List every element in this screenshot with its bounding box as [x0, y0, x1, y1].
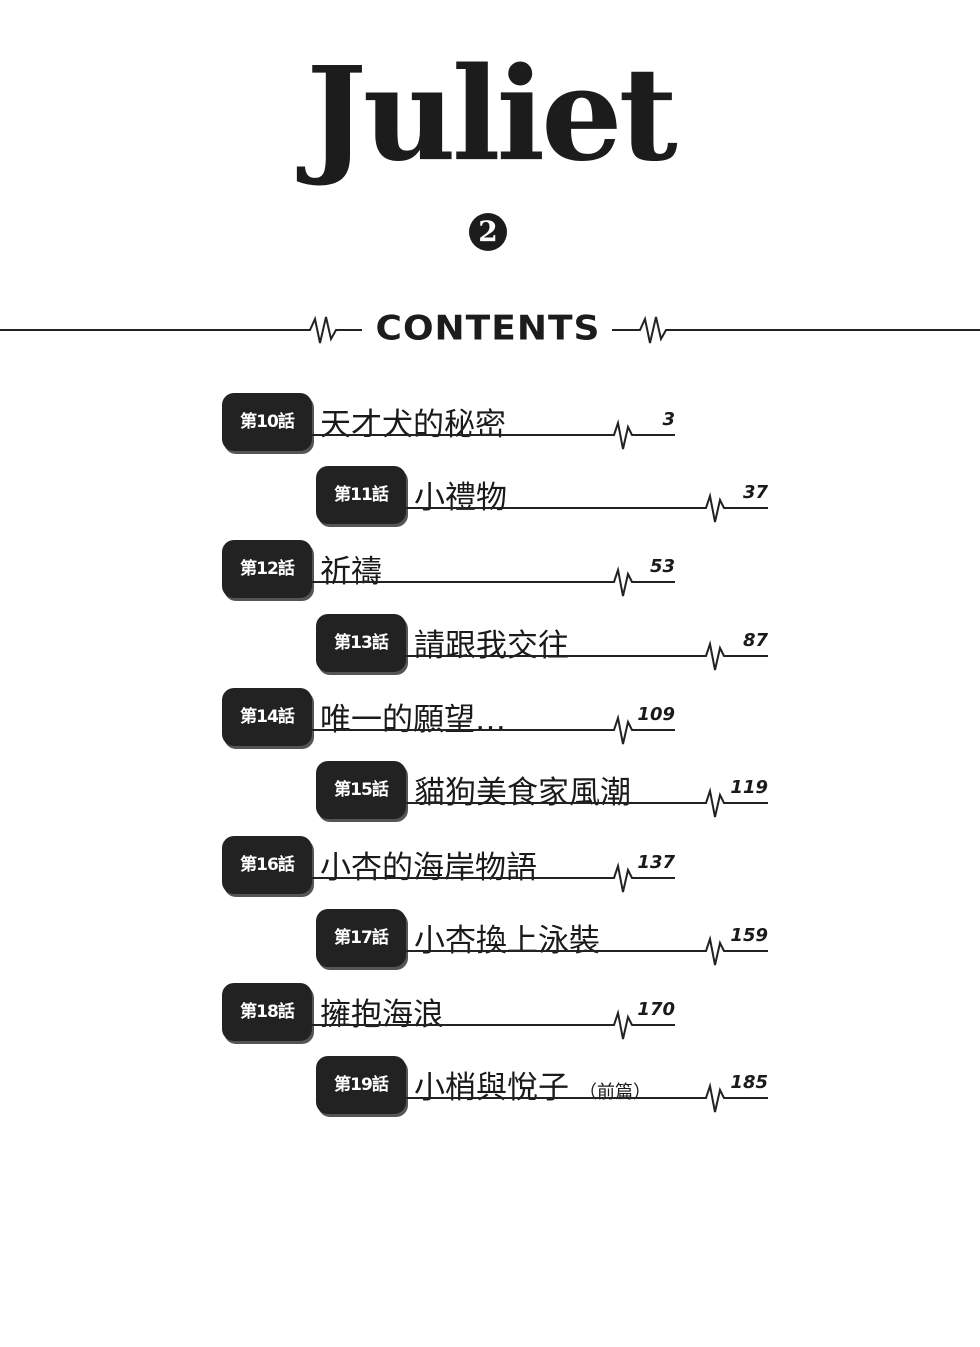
chapter-badge: 第14話 [222, 688, 312, 746]
chapter-subtitle: （前篇） [579, 1082, 651, 1103]
leader-line-tail [638, 877, 675, 879]
toc-entry[interactable]: 第14話唯一的願望… 109 [222, 688, 675, 752]
toc-entry[interactable]: 第13話請跟我交往 87 [316, 614, 768, 678]
heartbeat-zigzag-icon [608, 862, 638, 893]
chapter-title-text: 小禮物 [414, 480, 507, 516]
heartbeat-zigzag-icon [700, 787, 730, 818]
chapter-title-text: 貓狗美食家風潮 [414, 775, 631, 811]
toc-entry[interactable]: 第15話貓狗美食家風潮 119 [316, 761, 768, 825]
heartbeat-zigzag-icon [608, 714, 638, 745]
heartbeat-zigzag-icon [700, 935, 730, 966]
toc-entry[interactable]: 第18話擁抱海浪 170 [222, 983, 675, 1047]
toc-entry[interactable]: 第19話小梢與悅子 （前篇） 185 [316, 1056, 768, 1120]
chapter-title-text: 擁抱海浪 [320, 997, 444, 1033]
toc-entry[interactable]: 第17話小杏換上泳裝 159 [316, 909, 768, 973]
leader-line [312, 729, 608, 731]
chapter-title-text: 祈禱 [320, 554, 382, 590]
page-number: 159 [730, 925, 768, 946]
chapter-badge: 第17話 [316, 909, 406, 967]
leader-line [312, 1024, 608, 1026]
chapter-title-text: 唯一的願望… [320, 702, 506, 738]
toc-entry[interactable]: 第10話天才犬的秘密 3 [222, 393, 675, 457]
leader-line [312, 581, 608, 583]
heartbeat-zigzag-icon [608, 1009, 638, 1040]
leader-line-tail [730, 802, 768, 804]
leader-line-tail [730, 1097, 768, 1099]
chapter-title: 天才犬的秘密 [320, 399, 506, 444]
contents-divider [0, 315, 980, 344]
leader-line [406, 950, 700, 952]
heartbeat-zigzag-icon [700, 1082, 730, 1113]
leader-line [406, 507, 700, 509]
chapter-title-text: 小杏的海岸物語 [320, 850, 537, 886]
chapter-title-text: 請跟我交往 [414, 628, 569, 664]
chapter-title-text: 小杏換上泳裝 [414, 923, 600, 959]
heartbeat-zigzag-icon [608, 419, 638, 450]
toc-entry[interactable]: 第12話祈禱 53 [222, 540, 675, 604]
page-number: 119 [730, 777, 768, 798]
chapter-title: 擁抱海浪 [320, 989, 444, 1034]
page-number: 170 [637, 999, 675, 1020]
chapter-badge: 第10話 [222, 393, 312, 451]
leader-line-tail [638, 1024, 675, 1026]
leader-line-tail [638, 581, 675, 583]
leader-line [406, 655, 700, 657]
page-number: 3 [662, 409, 675, 430]
page-number: 185 [730, 1072, 768, 1093]
chapter-title: 請跟我交往 [414, 620, 569, 665]
toc-entry[interactable]: 第11話小禮物 37 [316, 466, 768, 530]
chapter-badge: 第18話 [222, 983, 312, 1041]
chapter-title-text: 小梢與悅子 [414, 1070, 569, 1106]
page-number: 53 [649, 556, 675, 577]
leader-line [406, 1097, 700, 1099]
chapter-badge: 第13話 [316, 614, 406, 672]
leader-line-tail [730, 655, 768, 657]
heartbeat-zigzag-icon [700, 640, 730, 671]
page-number: 137 [637, 852, 675, 873]
chapter-title: 貓狗美食家風潮 [414, 767, 631, 812]
chapter-badge: 第12話 [222, 540, 312, 598]
leader-line-tail [638, 434, 675, 436]
contents-heading: CONTENTS [375, 309, 601, 348]
chapter-title: 唯一的願望… [320, 694, 506, 739]
leader-line [312, 434, 608, 436]
chapter-title: 小禮物 [414, 472, 507, 517]
page-number: 87 [742, 630, 768, 651]
leader-line-tail [730, 507, 768, 509]
leader-line-tail [638, 729, 675, 731]
leader-line [406, 802, 700, 804]
page-number: 37 [742, 482, 768, 503]
logo-juliet: Juliet [306, 40, 677, 190]
chapter-badge: 第15話 [316, 761, 406, 819]
chapter-title: 祈禱 [320, 546, 382, 591]
heartbeat-zigzag-icon [700, 492, 730, 523]
toc-entry[interactable]: 第16話小杏的海岸物語 137 [222, 836, 675, 900]
chapter-title: 小梢與悅子 （前篇） [414, 1062, 651, 1107]
heartbeat-zigzag-icon [608, 566, 638, 597]
volume-number: 2 [469, 213, 507, 251]
leader-line [312, 877, 608, 879]
chapter-badge: 第11話 [316, 466, 406, 524]
chapter-title-text: 天才犬的秘密 [320, 407, 506, 443]
chapter-badge: 第19話 [316, 1056, 406, 1114]
page-number: 109 [637, 704, 675, 725]
chapter-badge: 第16話 [222, 836, 312, 894]
chapter-title: 小杏換上泳裝 [414, 915, 600, 960]
chapter-title: 小杏的海岸物語 [320, 842, 537, 887]
leader-line-tail [730, 950, 768, 952]
